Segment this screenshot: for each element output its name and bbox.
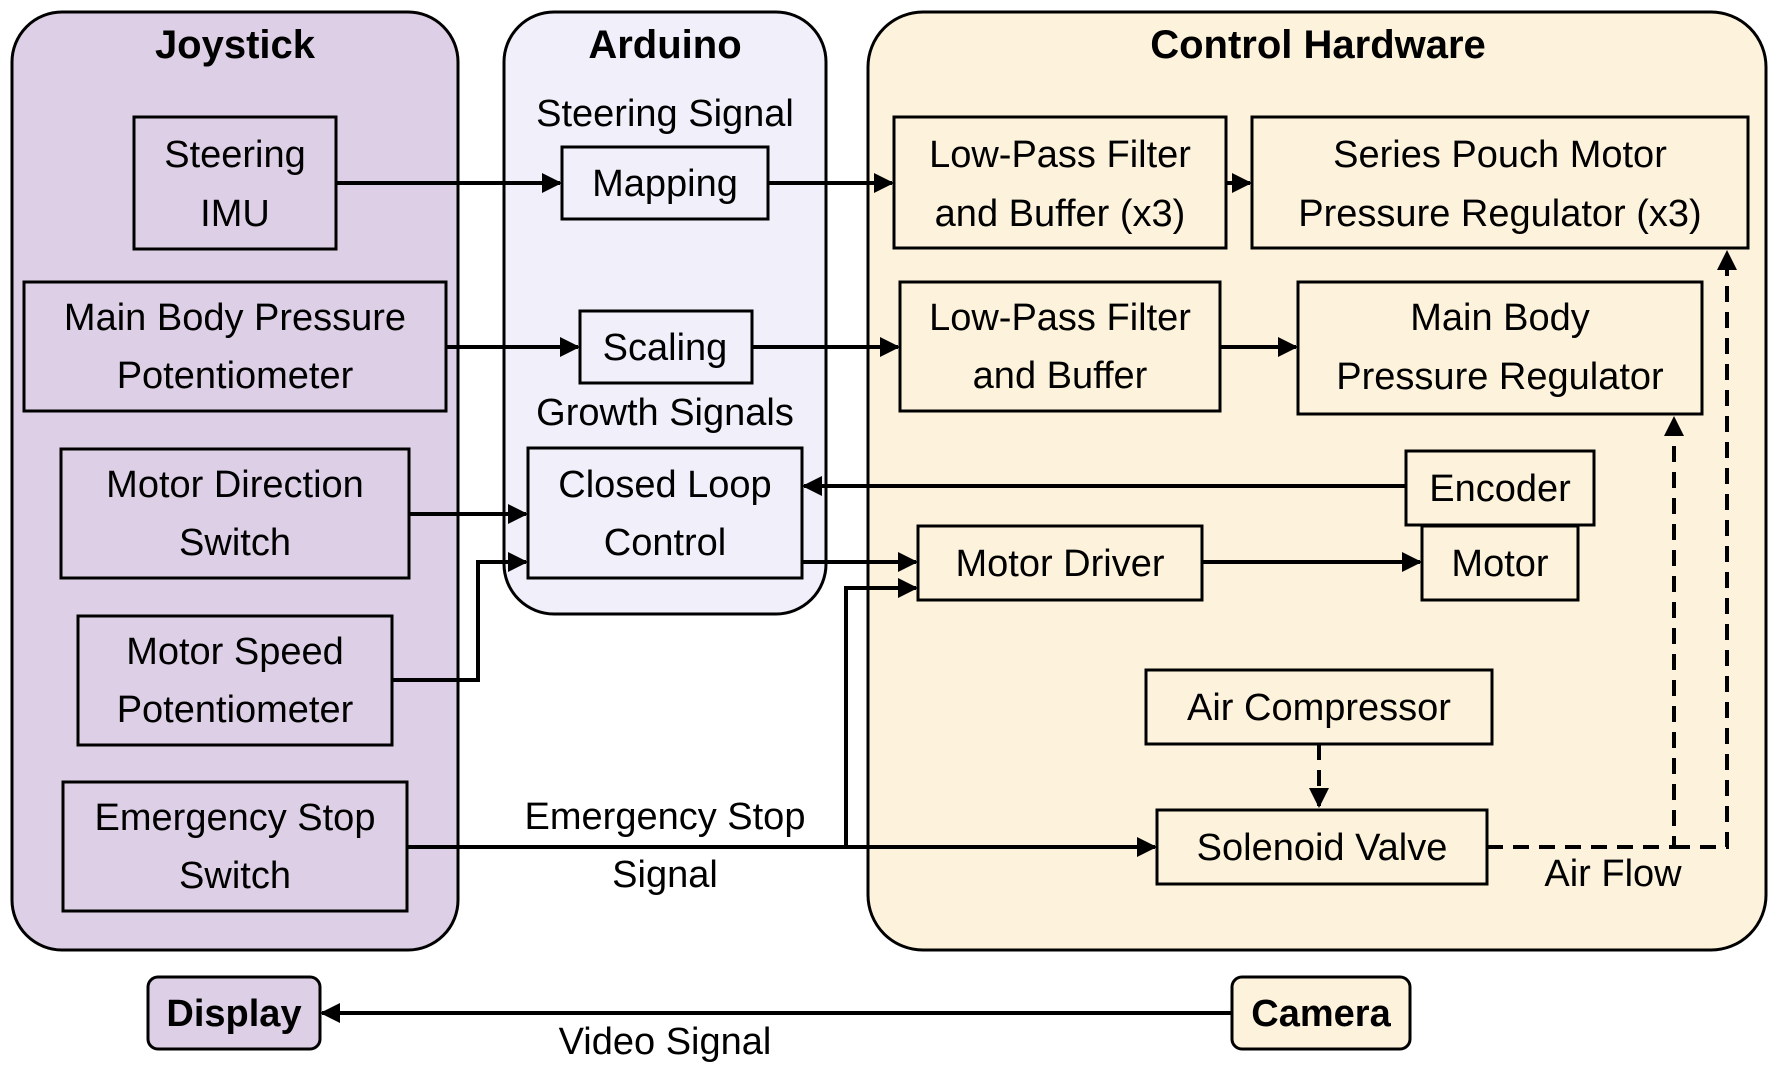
estop-switch-line1: Emergency Stop <box>95 797 376 839</box>
display-box: Display <box>146 975 322 1051</box>
motor-speed-line1: Motor Speed <box>126 631 344 673</box>
scaling-label: Scaling <box>603 327 728 369</box>
lpf-x3-line2: and Buffer (x3) <box>935 193 1186 235</box>
steering-signal-label: Steering Signal <box>536 93 794 135</box>
camera-box: Camera <box>1230 975 1412 1051</box>
lpf-x3-line1: Low-Pass Filter <box>929 134 1191 176</box>
main-body-regulator-box: Main Body Pressure Regulator <box>1296 280 1704 416</box>
air-compressor-label: Air Compressor <box>1187 687 1451 729</box>
steering-imu-box: Steering IMU <box>132 115 338 251</box>
air-flow-label: Air Flow <box>1544 853 1682 895</box>
control-hardware-title: Control Hardware <box>1150 23 1486 67</box>
signal-connectors <box>320 173 1422 1023</box>
main-reg-line2: Pressure Regulator <box>1336 356 1664 398</box>
estop-signal-line2: Signal <box>612 854 718 896</box>
motor-driver-label: Motor Driver <box>955 543 1164 585</box>
motor-label: Motor <box>1451 543 1548 585</box>
closed-loop-line1: Closed Loop <box>558 464 771 506</box>
lpf-buffer-x3-box: Low-Pass Filter and Buffer (x3) <box>892 115 1228 250</box>
display-label: Display <box>166 993 301 1035</box>
arrow-speed-pot-to-closed-loop <box>392 552 528 682</box>
arrow-air-flow-to-series-reg <box>1674 250 1737 849</box>
camera-label: Camera <box>1251 993 1391 1035</box>
growth-signals-label: Growth Signals <box>536 392 794 434</box>
arduino-panel <box>502 10 828 616</box>
motor-driver-box: Motor Driver <box>916 524 1204 602</box>
joystick-panel <box>10 10 460 952</box>
mapping-label: Mapping <box>592 163 738 205</box>
closed-loop-control-box: Closed Loop Control <box>526 446 804 580</box>
arduino-title: Arduino <box>588 23 741 67</box>
estop-switch-line2: Switch <box>179 855 291 897</box>
motor-speed-potentiometer-box: Motor Speed Potentiometer <box>76 614 394 747</box>
video-signal-label: Video Signal <box>559 1021 772 1063</box>
motor-speed-line2: Potentiometer <box>117 689 354 731</box>
main-body-pressure-potentiometer-box: Main Body Pressure Potentiometer <box>22 280 448 413</box>
solenoid-valve-label: Solenoid Valve <box>1197 827 1448 869</box>
encoder-label: Encoder <box>1429 468 1571 510</box>
mapping-box: Mapping <box>560 145 770 221</box>
closed-loop-line2: Control <box>604 522 727 564</box>
main-body-pot-line1: Main Body Pressure <box>64 297 406 339</box>
series-pouch-regulator-box: Series Pouch Motor Pressure Regulator (x… <box>1250 115 1750 250</box>
joystick-title: Joystick <box>155 23 316 67</box>
main-body-pot-line2: Potentiometer <box>117 355 354 397</box>
motor-box: Motor <box>1420 524 1580 602</box>
steering-imu-line1: Steering <box>164 134 306 176</box>
arrow-estop-to-motor-driver <box>844 578 918 847</box>
air-flow-connectors <box>1309 250 1737 849</box>
steering-imu-line2: IMU <box>200 193 270 235</box>
motor-dir-line1: Motor Direction <box>106 464 364 506</box>
series-reg-line1: Series Pouch Motor <box>1333 134 1667 176</box>
lpf-line2: and Buffer <box>973 355 1148 397</box>
estop-signal-line1: Emergency Stop <box>525 796 806 838</box>
lpf-line1: Low-Pass Filter <box>929 297 1191 339</box>
series-reg-line2: Pressure Regulator (x3) <box>1298 193 1701 235</box>
air-compressor-box: Air Compressor <box>1144 668 1494 746</box>
motor-direction-switch-box: Motor Direction Switch <box>59 447 411 580</box>
main-reg-line1: Main Body <box>1410 297 1590 339</box>
motor-dir-line2: Switch <box>179 522 291 564</box>
